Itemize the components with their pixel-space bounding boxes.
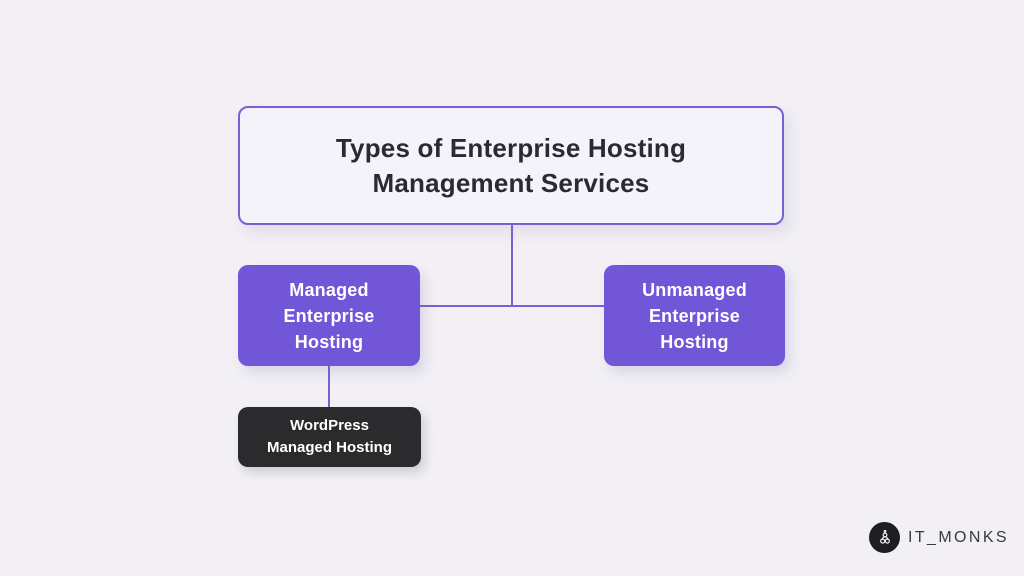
wordpress-node-label: WordPress Managed Hosting: [266, 417, 392, 456]
connector-managed-to-wordpress: [328, 366, 330, 407]
unmanaged-node-label: Unmanaged Enterprise Hosting: [642, 279, 747, 352]
itmonks-logo: IT_MONKS: [869, 522, 1009, 553]
meditating-monk-icon: [879, 529, 890, 544]
node-types-of-enterprise-hosting: Types of Enterprise Hosting Management S…: [238, 106, 784, 225]
logo-text: IT_MONKS: [908, 529, 1009, 546]
connector-root-to-branch: [511, 224, 513, 307]
node-managed-enterprise-hosting: Managed Enterprise Hosting: [238, 265, 420, 366]
root-node-label: Types of Enterprise Hosting Management S…: [335, 132, 687, 198]
node-unmanaged-enterprise-hosting: Unmanaged Enterprise Hosting: [604, 265, 785, 366]
managed-node-label: Managed Enterprise Hosting: [283, 279, 375, 352]
logo-circle: [869, 522, 900, 553]
connector-branch-horizontal: [419, 305, 605, 307]
node-wordpress-managed-hosting: WordPress Managed Hosting: [238, 407, 421, 467]
